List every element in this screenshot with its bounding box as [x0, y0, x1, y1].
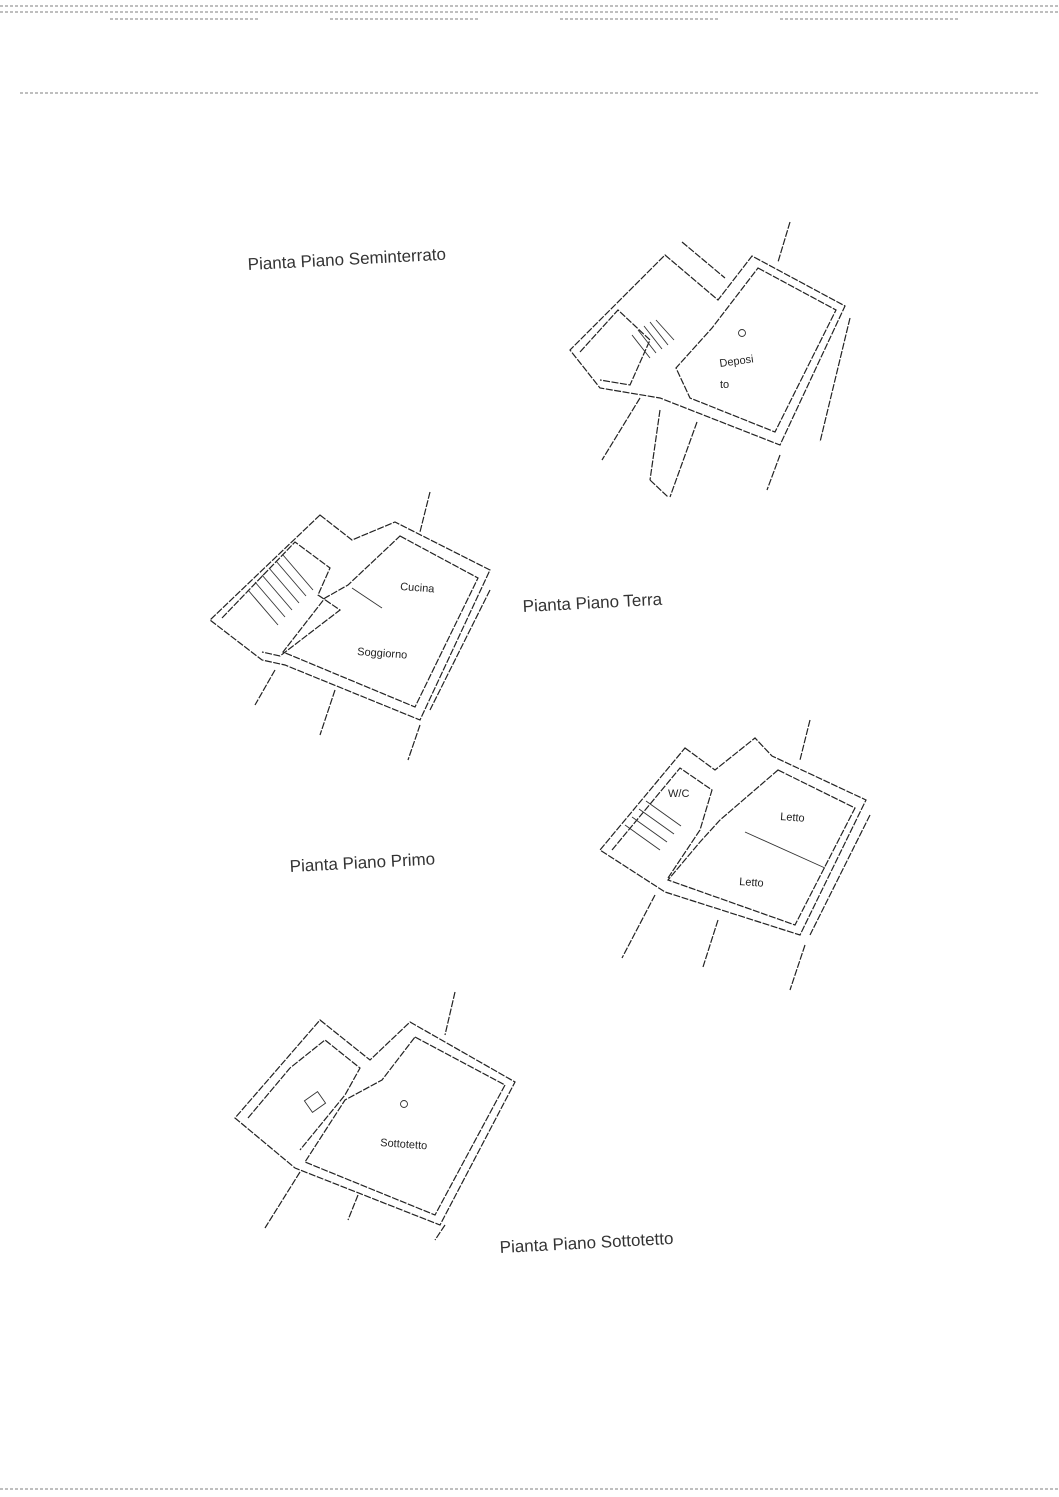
plan-title: Pianta Piano Primo: [289, 849, 435, 876]
side-room: [247, 1039, 361, 1151]
cadastral-lines: [264, 991, 456, 1241]
stairs: [624, 800, 682, 851]
room-label: Deposi: [719, 353, 755, 370]
stairs: [247, 554, 314, 626]
room-label: Letto: [739, 876, 764, 890]
plan-title: Pianta Piano Seminterrato: [247, 245, 446, 274]
plan-sottotetto: Pianta Piano Sottotetto Sottotetto: [234, 991, 674, 1257]
cucina-soggiorno-room: [282, 535, 479, 708]
stairs: [631, 319, 675, 359]
room-label: to: [720, 379, 729, 391]
room-label: Soggiorno: [357, 646, 408, 661]
wc-stair-room: [611, 767, 713, 879]
outer-wall: [209, 514, 491, 721]
cadastral-lines: [254, 491, 491, 761]
plan-primo: Pianta Piano Primo W/C Letto Letto: [289, 719, 871, 991]
deposito-room: [675, 267, 837, 433]
plan-terra: Pianta Piano Terra Cucina Soggiorno: [209, 491, 663, 761]
outer-wall: [569, 254, 846, 446]
fixture-symbol: [738, 329, 746, 337]
wall-stub: [351, 587, 383, 609]
partition-wall: [744, 831, 826, 869]
fixture-symbol: [400, 1100, 408, 1108]
outer-wall: [234, 1019, 516, 1226]
skylight: [303, 1091, 327, 1113]
room-label: Letto: [780, 811, 805, 825]
room-label: Cucina: [400, 581, 436, 595]
plan-seminterrato: Pianta Piano Seminterrato Deposi to: [247, 221, 851, 498]
stair-room: [221, 541, 342, 657]
scan-header-noise: [0, 5, 1059, 1490]
outer-wall: [599, 737, 867, 936]
sottotetto-room: [304, 1036, 506, 1216]
room-label: Sottotetto: [380, 1137, 428, 1152]
stair-room: [579, 309, 651, 386]
cadastral-lines: [601, 221, 851, 498]
plan-title: Pianta Piano Sottotetto: [499, 1229, 674, 1257]
room-label: W/C: [668, 788, 689, 800]
cadastral-lines: [621, 719, 871, 991]
plan-title: Pianta Piano Terra: [522, 590, 663, 616]
letto-rooms: [666, 769, 856, 926]
